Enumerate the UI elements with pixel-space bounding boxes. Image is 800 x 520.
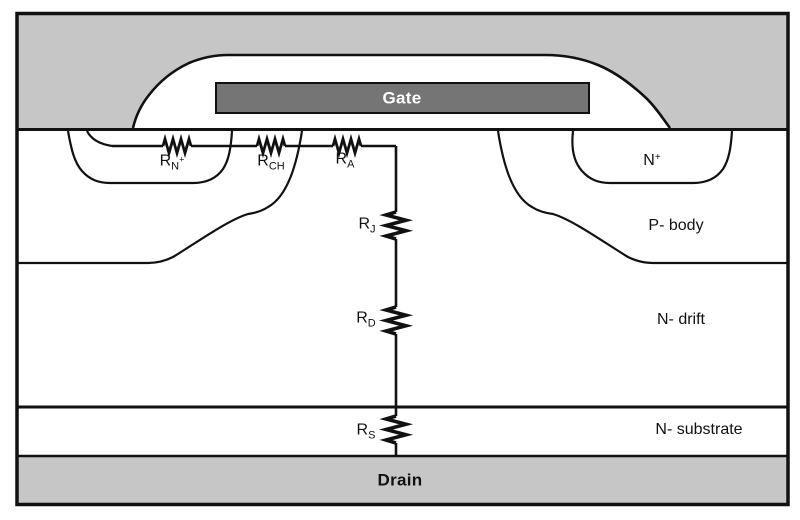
source-metal-region — [18, 15, 787, 128]
resistor-zigzag-r-ch — [255, 133, 287, 159]
label-r-s-base: R — [356, 421, 369, 439]
label-r-ch: RCH — [257, 153, 284, 172]
resistor-zigzag-r-a — [331, 133, 363, 159]
frame-border — [15, 11, 790, 507]
label-n-substrate-region: N- substrate — [655, 421, 743, 438]
label-r-a-sub: A — [347, 158, 355, 171]
label-r-j-base: R — [358, 215, 371, 233]
label-n-plus-sup: + — [654, 152, 661, 163]
label-p-body-region: P- body — [648, 217, 704, 234]
resistor-zigzag-r-d — [378, 305, 414, 336]
label-r-nplus: RN+ — [160, 153, 185, 172]
resistor-zigzag-r-nplus — [161, 133, 193, 159]
oxide-boundary-outline — [131, 53, 672, 129]
gate-label: Gate — [382, 88, 422, 108]
gate-electrode — [215, 82, 590, 114]
label-r-ch-base: R — [257, 152, 269, 170]
source-contact-curve — [86, 130, 113, 148]
label-r-j: RJ — [358, 216, 375, 235]
label-r-a-base: R — [335, 150, 348, 168]
n-plus-right-outline — [571, 130, 734, 185]
drain-label: Drain — [377, 470, 423, 490]
horizontal-resistors — [161, 133, 363, 159]
label-r-d-sub: D — [367, 317, 376, 330]
label-r-nplus-sup: + — [179, 154, 185, 165]
label-r-s-sub: S — [368, 429, 376, 442]
label-r-nplus-base: R — [159, 152, 172, 170]
p-body-right-outline — [496, 130, 788, 265]
label-r-j-sub: J — [370, 223, 376, 236]
label-r-s: RS — [357, 422, 376, 441]
label-r-a: RA — [336, 151, 355, 170]
label-r-d-base: R — [356, 309, 368, 327]
n-plus-left-outline — [66, 130, 234, 185]
vertical-resistors — [378, 210, 414, 445]
p-body-left-outline — [17, 130, 304, 265]
drain-metal-region — [18, 457, 787, 503]
label-n-drift-region: N- drift — [657, 311, 705, 328]
resistor-zigzag-r-s — [378, 414, 414, 445]
label-r-ch-sub: CH — [268, 160, 285, 173]
label-n-plus-base: N — [643, 152, 655, 169]
label-r-d: RD — [356, 310, 376, 329]
label-n-plus-region: N+ — [643, 153, 660, 169]
resistor-zigzag-r-j — [378, 210, 414, 241]
label-r-nplus-sub: N — [171, 160, 180, 173]
